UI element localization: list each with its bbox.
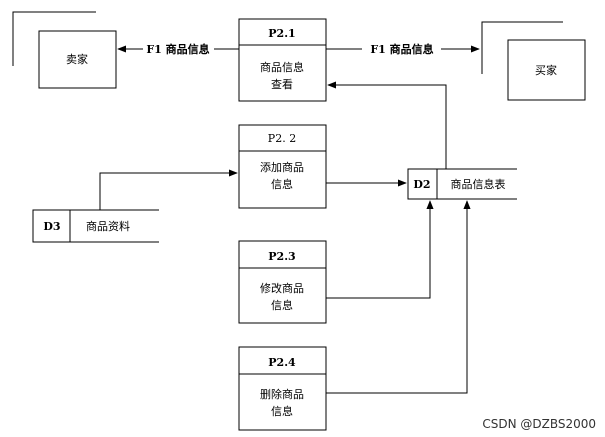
process-p2-3-name-line2: 信息 xyxy=(271,298,293,312)
data-store-d2: D2 商品信息表 xyxy=(407,168,517,200)
data-store-d3: D3 商品资料 xyxy=(32,209,159,243)
process-p2-2-id: P2. 2 xyxy=(268,132,296,145)
data-store-d2-id: D2 xyxy=(413,178,430,191)
process-p2-4-id: P2.4 xyxy=(268,356,296,369)
process-p2-3-id: P2.3 xyxy=(268,250,295,263)
process-p2-1-id: P2.1 xyxy=(268,27,295,40)
flow-p2-1-to-seller: F1 商品信息 xyxy=(117,42,239,56)
watermark: CSDN @DZBS2000 xyxy=(482,417,596,431)
entity-buyer-label: 买家 xyxy=(535,63,557,77)
flow-p2-4-to-d2 xyxy=(326,200,471,394)
entity-seller: 卖家 xyxy=(12,11,117,89)
entity-seller-label: 卖家 xyxy=(66,52,88,66)
entity-buyer: 买家 xyxy=(481,21,586,101)
flow-p2-1-to-seller-label: F1 商品信息 xyxy=(146,42,209,56)
process-p2-3: P2.3 修改商品 信息 xyxy=(238,240,327,324)
data-store-d3-name: 商品资料 xyxy=(86,219,130,233)
process-p2-4-name-line2: 信息 xyxy=(271,404,293,418)
flow-d3-to-p2-2 xyxy=(99,169,238,210)
process-p2-2: P2. 2 添加商品 信息 xyxy=(238,124,327,209)
data-store-d3-id: D3 xyxy=(43,220,60,233)
process-p2-2-name-line2: 信息 xyxy=(271,177,293,191)
process-p2-1: P2.1 商品信息 查看 xyxy=(238,18,327,102)
flow-p2-3-to-d2 xyxy=(326,200,434,299)
process-p2-4-name-line1: 删除商品 xyxy=(260,387,304,401)
process-p2-3-name-line1: 修改商品 xyxy=(260,281,304,295)
process-p2-4: P2.4 删除商品 信息 xyxy=(238,346,327,431)
flow-d2-to-p2-1 xyxy=(327,81,447,169)
flow-p2-1-to-buyer: F1 商品信息 xyxy=(326,42,480,56)
data-store-d2-name: 商品信息表 xyxy=(451,177,506,191)
flow-p2-1-to-buyer-label: F1 商品信息 xyxy=(370,42,433,56)
process-p2-2-name-line1: 添加商品 xyxy=(260,160,304,174)
process-p2-1-name-line2: 查看 xyxy=(271,77,293,91)
process-p2-1-name-line1: 商品信息 xyxy=(260,60,304,74)
